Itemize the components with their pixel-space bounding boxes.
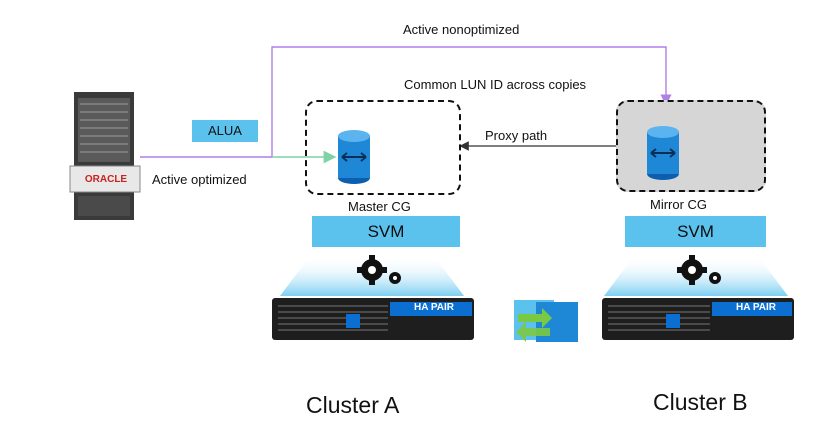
cluster-a-label: Cluster A: [306, 392, 400, 418]
oracle-server: ORACLE: [68, 92, 148, 220]
active-nonoptimized-label: Active nonoptimized: [403, 22, 520, 37]
server-icon: [69, 92, 141, 220]
oracle-logo: ORACLE: [84, 174, 128, 185]
master-cg-box: [305, 100, 461, 195]
ha-pair-a-label: HA PAIR: [414, 302, 454, 313]
mirror-cg-box: [616, 100, 766, 192]
svm-a-bar: SVM: [312, 216, 460, 247]
cluster-b-label: Cluster B: [653, 389, 748, 415]
lun-cylinder-icon: [647, 126, 679, 180]
lun-cylinder-icon: [338, 130, 370, 184]
alua-label: ALUA: [192, 120, 258, 142]
gears-icon: [357, 255, 401, 285]
gears-icon: [677, 255, 721, 285]
ha-pair-b-label: HA PAIR: [736, 302, 776, 313]
cluster-a-hardware: [272, 255, 474, 340]
svm-b-bar: SVM: [625, 216, 766, 247]
common-lun-label: Common LUN ID across copies: [404, 77, 587, 92]
replication-icon: [514, 300, 578, 342]
mirror-cg-label: Mirror CG: [650, 197, 708, 212]
active-nonoptimized-path: [140, 46, 672, 158]
proxy-path-label: Proxy path: [485, 128, 548, 143]
active-optimized-label: Active optimized: [152, 172, 247, 187]
cluster-b-hardware: [602, 255, 794, 340]
master-cg-label: Master CG: [348, 199, 411, 214]
